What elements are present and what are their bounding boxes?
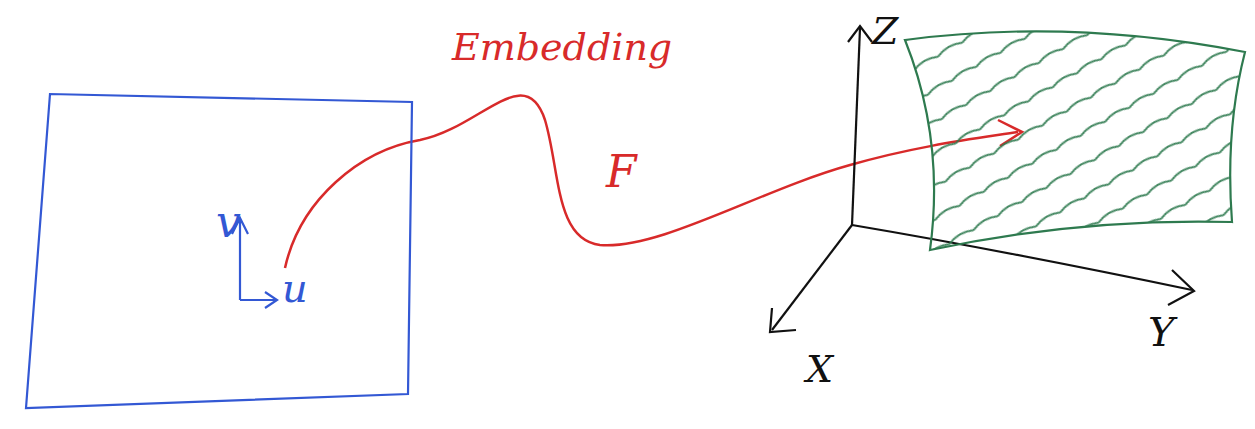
- axis-label: Y: [1148, 312, 1174, 352]
- axis-label: v: [216, 200, 241, 244]
- domain-outline: [20, 88, 420, 416]
- parameter-domain: vu: [20, 88, 420, 416]
- axis-label: X: [806, 350, 833, 388]
- axis-label: Z: [872, 12, 898, 50]
- axis-label: u: [282, 268, 308, 308]
- surface: [905, 31, 1245, 250]
- map-label: F: [606, 150, 637, 194]
- map-label: Embedding: [452, 28, 672, 66]
- embedding-curve: [285, 96, 1018, 268]
